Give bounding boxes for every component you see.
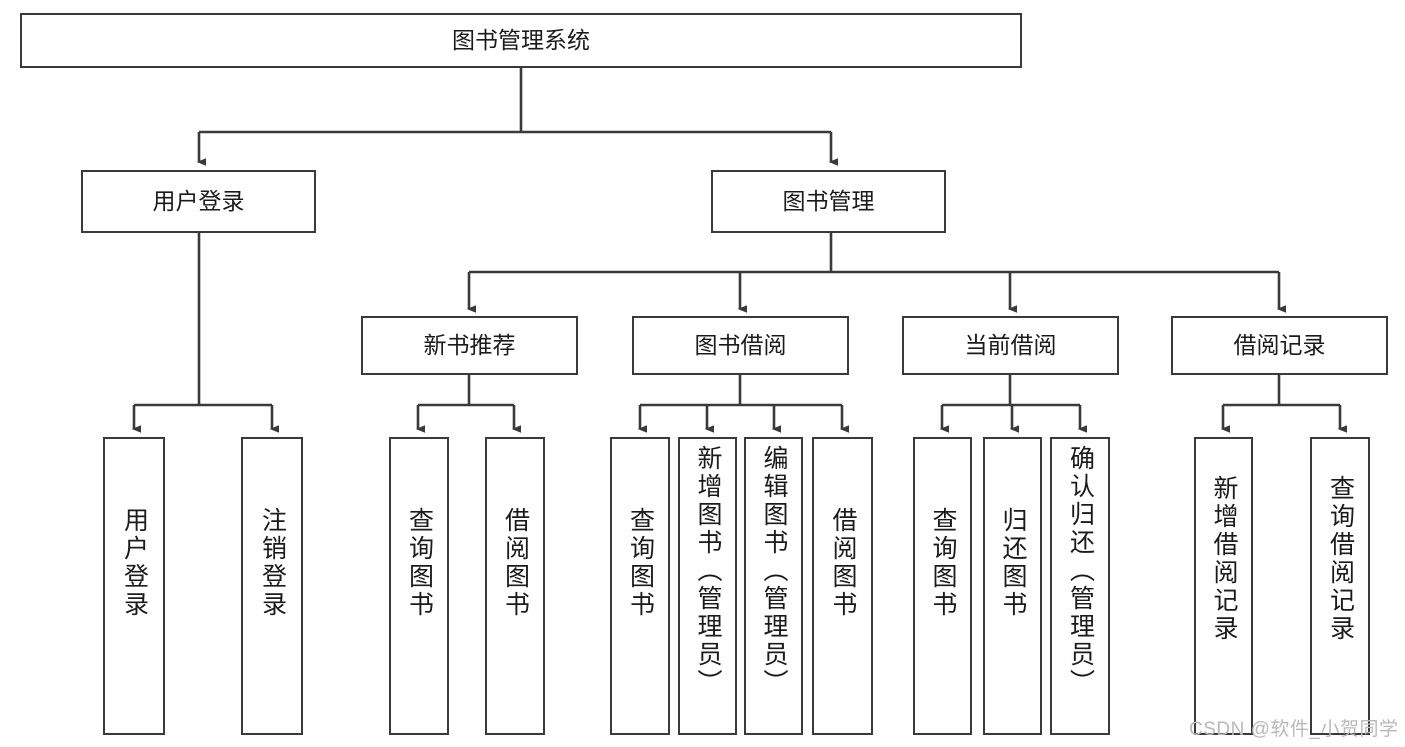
node-label: 新增图书（管理员） (694, 445, 722, 697)
node-book-management[interactable]: 图书管理 (711, 170, 946, 233)
node-label: 归还图书 (999, 507, 1027, 619)
node-label: 借阅图书 (829, 507, 857, 619)
leaf-record-query-borrow-record[interactable]: 查询借阅记录 (1310, 437, 1370, 735)
leaf-record-add-borrow-record[interactable]: 新增借阅记录 (1194, 437, 1253, 735)
leaf-recommend-borrow-book[interactable]: 借阅图书 (485, 437, 545, 735)
watermark: CSDN @软件_小贺同学 (1189, 719, 1399, 740)
leaf-borrow-add-book-admin[interactable]: 新增图书（管理员） (678, 437, 737, 735)
leaf-user-login-login[interactable]: 用户登录 (103, 437, 165, 735)
node-label: 图书借阅 (694, 331, 787, 358)
node-label: 用户登录 (120, 507, 149, 619)
node-label: 用户登录 (152, 187, 245, 214)
node-label: 注销登录 (258, 507, 287, 619)
leaf-borrow-edit-book-admin[interactable]: 编辑图书（管理员） (744, 437, 803, 735)
node-label: 新书推荐 (423, 331, 516, 358)
leaf-borrow-borrow-book[interactable]: 借阅图书 (812, 437, 873, 735)
node-label: 当前借阅 (964, 331, 1057, 358)
node-new-book-recommend[interactable]: 新书推荐 (361, 316, 578, 375)
node-current-borrow[interactable]: 当前借阅 (902, 316, 1119, 375)
node-root-book-management-system[interactable]: 图书管理系统 (20, 13, 1022, 68)
node-label: 借阅记录 (1233, 331, 1326, 358)
leaf-current-confirm-return-admin[interactable]: 确认归还（管理员） (1050, 437, 1110, 735)
node-label: 查询图书 (405, 507, 434, 619)
leaf-current-query-book[interactable]: 查询图书 (913, 437, 972, 735)
leaf-user-login-logout[interactable]: 注销登录 (241, 437, 303, 735)
node-label: 查询图书 (626, 507, 655, 619)
node-label: 编辑图书（管理员） (760, 445, 788, 697)
leaf-recommend-query-book[interactable]: 查询图书 (389, 437, 449, 735)
node-label: 借阅图书 (501, 507, 530, 619)
node-borrow-record[interactable]: 借阅记录 (1171, 316, 1388, 375)
leaf-current-return-book[interactable]: 归还图书 (983, 437, 1042, 735)
node-user-login[interactable]: 用户登录 (81, 170, 316, 233)
node-label: 查询借阅记录 (1326, 475, 1355, 643)
node-label: 查询图书 (929, 507, 957, 619)
node-book-borrow[interactable]: 图书借阅 (632, 316, 849, 375)
node-label: 图书管理系统 (452, 26, 590, 53)
node-label: 图书管理 (782, 187, 875, 214)
node-label: 新增借阅记录 (1210, 475, 1238, 643)
leaf-borrow-query-book[interactable]: 查询图书 (610, 437, 670, 735)
node-label: 确认归还（管理员） (1066, 445, 1095, 697)
